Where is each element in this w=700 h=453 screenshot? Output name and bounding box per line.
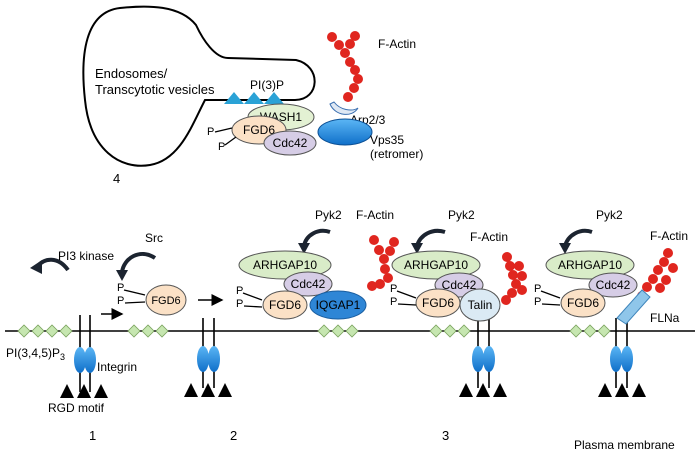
step-2-number: 2 bbox=[230, 428, 237, 443]
fgd6-3 bbox=[560, 288, 606, 318]
factin-label-2: F-Actin bbox=[470, 230, 508, 244]
fgd6-step2 bbox=[145, 284, 187, 316]
pip3-diamonds bbox=[17, 324, 611, 338]
p-step3c-1: P bbox=[534, 283, 541, 295]
step-1-number: 1 bbox=[89, 428, 96, 443]
p-endosome-1: P bbox=[207, 126, 214, 138]
cdc42-3-label: Cdc42 bbox=[596, 278, 631, 292]
src-label: Src bbox=[145, 231, 163, 245]
arhgap10-2 bbox=[391, 250, 481, 280]
p-step3a-1: P bbox=[236, 285, 243, 297]
arhgap10-1-label: ARHGAP10 bbox=[253, 258, 317, 272]
fgd6-step2-label: FGD6 bbox=[151, 295, 180, 307]
iqgap1 bbox=[309, 290, 367, 320]
factin-cluster-1 bbox=[367, 235, 399, 291]
endosomes-label-line1: Endosomes/ bbox=[95, 66, 168, 81]
arhgap10-3-label: ARHGAP10 bbox=[558, 258, 622, 272]
cdc42-1-label: Cdc42 bbox=[291, 277, 326, 291]
integrin-1 bbox=[74, 315, 96, 392]
flna-label: FLNa bbox=[650, 311, 680, 325]
arhgap10-2-label: ARHGAP10 bbox=[404, 258, 468, 272]
fgd6-2-label: FGD6 bbox=[422, 296, 454, 310]
factin-label-3: F-Actin bbox=[650, 229, 688, 243]
integrin-2 bbox=[197, 318, 220, 388]
factin-cluster-2 bbox=[501, 252, 527, 305]
arhgap10-3 bbox=[545, 250, 635, 280]
factin-top bbox=[327, 31, 363, 102]
cdc42-endosome bbox=[263, 130, 317, 156]
plasma-membrane-label: Plasma membrane bbox=[574, 438, 675, 452]
factin-top-label: F-Actin bbox=[378, 37, 416, 51]
talin-label: Talin bbox=[468, 298, 493, 312]
pyk2-label-1: Pyk2 bbox=[315, 208, 342, 222]
arp23-shape bbox=[329, 101, 359, 115]
cdc42-1 bbox=[283, 271, 333, 297]
pyk2-label-3: Pyk2 bbox=[596, 208, 623, 222]
p-endosome-2: P bbox=[218, 141, 225, 153]
fgd6-endosome-label: FGD6 bbox=[243, 123, 275, 137]
p-step3a-2: P bbox=[236, 298, 243, 310]
pyk2-label-2: Pyk2 bbox=[448, 208, 475, 222]
vps35-ellipse bbox=[317, 118, 373, 146]
integrin-label: Integrin bbox=[97, 360, 137, 374]
factin-label-1: F-Actin bbox=[356, 208, 394, 222]
p-step2-2: P bbox=[117, 295, 124, 307]
rgd-label: RGD motif bbox=[48, 401, 105, 415]
pi3p-triangles bbox=[224, 92, 284, 104]
fgd6-3-label: FGD6 bbox=[567, 296, 599, 310]
cdc42-endosome-label: Cdc42 bbox=[273, 136, 308, 150]
integrin-4 bbox=[610, 318, 633, 388]
pi3kinase-label: PI3 kinase bbox=[58, 249, 114, 263]
pi3p-label: PI(3)P bbox=[250, 78, 284, 92]
p-step2-1: P bbox=[117, 282, 124, 294]
cdc42-3 bbox=[588, 272, 638, 298]
talin bbox=[459, 288, 501, 322]
cdc42-2-label: Cdc42 bbox=[442, 278, 477, 292]
fgd6-1 bbox=[262, 290, 308, 320]
integrin-3 bbox=[472, 318, 495, 388]
iqgap1-label: IQGAP1 bbox=[316, 298, 361, 312]
p-step3b-2: P bbox=[390, 296, 397, 308]
pip3-label: PI(3,4,5)P3 bbox=[6, 346, 65, 362]
endosomes-label-line2: Transcytotic vesicles bbox=[95, 82, 215, 97]
p-step3c-2: P bbox=[534, 296, 541, 308]
src-arrow bbox=[120, 252, 157, 273]
panel-4-number: 4 bbox=[113, 171, 120, 186]
endosome-vesicle bbox=[82, 5, 316, 167]
fgd6-1-label: FGD6 bbox=[269, 298, 301, 312]
rgd-triangles bbox=[60, 383, 646, 398]
p-step3b-1: P bbox=[390, 283, 397, 295]
retromer-label: (retromer) bbox=[370, 147, 423, 161]
vps35-label: Vps35 bbox=[370, 133, 404, 147]
step-3-number: 3 bbox=[442, 428, 449, 443]
flna-bar bbox=[616, 289, 651, 325]
